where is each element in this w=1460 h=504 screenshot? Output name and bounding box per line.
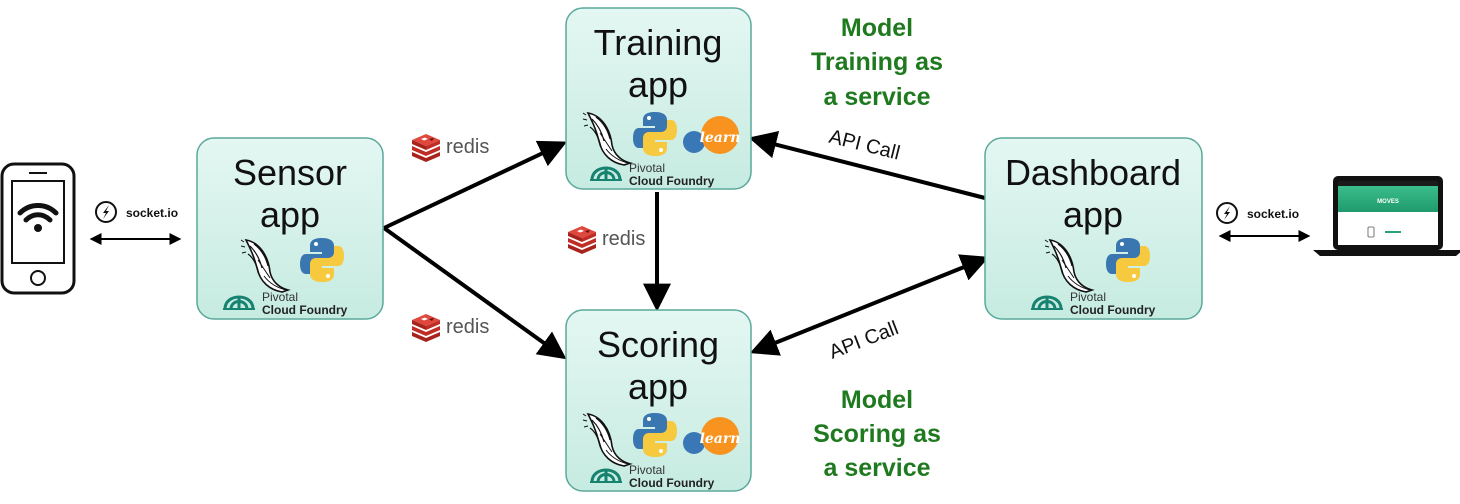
socketio-icon: [1216, 202, 1238, 224]
scoring-service-line3: a service: [823, 454, 930, 482]
training-service-line3: a service: [823, 83, 930, 111]
arrows: [89, 130, 1311, 360]
redis-text: redis: [446, 316, 489, 338]
dashboard-app-title-line2: app: [1063, 194, 1123, 235]
pivotal-text: Pivotal: [1070, 290, 1106, 304]
moves-text: MOVES: [1377, 199, 1399, 205]
dashboard-app-box: Dashboard app Pivotal Cloud Foundry: [984, 137, 1203, 320]
redis-text: redis: [602, 228, 645, 250]
scoring-service-line1: Model: [841, 386, 913, 414]
training-service-line1: Model: [841, 14, 913, 42]
pivotal-text: Pivotal: [629, 161, 665, 175]
arrow-dashboard-training: [748, 130, 986, 200]
redis-label-bottom: redis: [412, 314, 489, 342]
dashboard-app-title-line1: Dashboard: [1005, 152, 1181, 193]
arrow-sensor-training: [383, 140, 568, 230]
arrow-scoring-dashboard: [749, 254, 990, 356]
smartphone-wifi-icon: [0, 162, 76, 295]
cloud-foundry-text: Cloud Foundry: [1070, 303, 1156, 317]
training-app-title-line2: app: [628, 64, 688, 105]
arrow-sensor-scoring: [382, 226, 567, 360]
training-app-box: Training app Pivotal Cloud Foundry: [565, 7, 752, 190]
socketio-text: socket.io: [126, 206, 178, 220]
pivotal-text: Pivotal: [262, 290, 298, 304]
laptop-icon: MOVES: [1313, 176, 1460, 256]
cloud-foundry-text: Cloud Foundry: [629, 476, 715, 490]
socketio-text: socket.io: [1247, 207, 1299, 221]
scoring-app-title-line2: app: [628, 366, 688, 407]
redis-icon: [568, 226, 596, 254]
redis-text: redis: [446, 136, 489, 158]
sensor-app-title-line1: Sensor: [233, 152, 347, 193]
scoring-app-box: Scoring app Pivotal Cloud Foundry: [565, 309, 752, 492]
redis-label-middle: redis: [568, 226, 645, 254]
training-service-line2: Training as: [811, 48, 943, 76]
model-scoring-service-label: Model Scoring as a service: [813, 386, 941, 482]
cloud-foundry-text: Cloud Foundry: [262, 303, 348, 317]
sensor-app-title-line2: app: [260, 194, 320, 235]
redis-label-top: redis: [412, 134, 489, 162]
scoring-service-line2: Scoring as: [813, 420, 941, 448]
redis-icon: [412, 134, 440, 162]
socketio-label-left: socket.io: [95, 201, 178, 223]
api-call-label-scoring: API Call: [826, 317, 901, 363]
cloud-foundry-text: Cloud Foundry: [629, 174, 715, 188]
pivotal-text: Pivotal: [629, 463, 665, 477]
sensor-app-box: Sensor app Pivotal Cloud Foundry: [196, 137, 384, 320]
scoring-app-title-line1: Scoring: [597, 324, 719, 365]
training-app-title-line1: Training: [594, 22, 723, 63]
socketio-icon: [95, 201, 117, 223]
model-training-service-label: Model Training as a service: [811, 14, 943, 111]
redis-icon: [412, 314, 440, 342]
socketio-label-right: socket.io: [1216, 202, 1299, 224]
